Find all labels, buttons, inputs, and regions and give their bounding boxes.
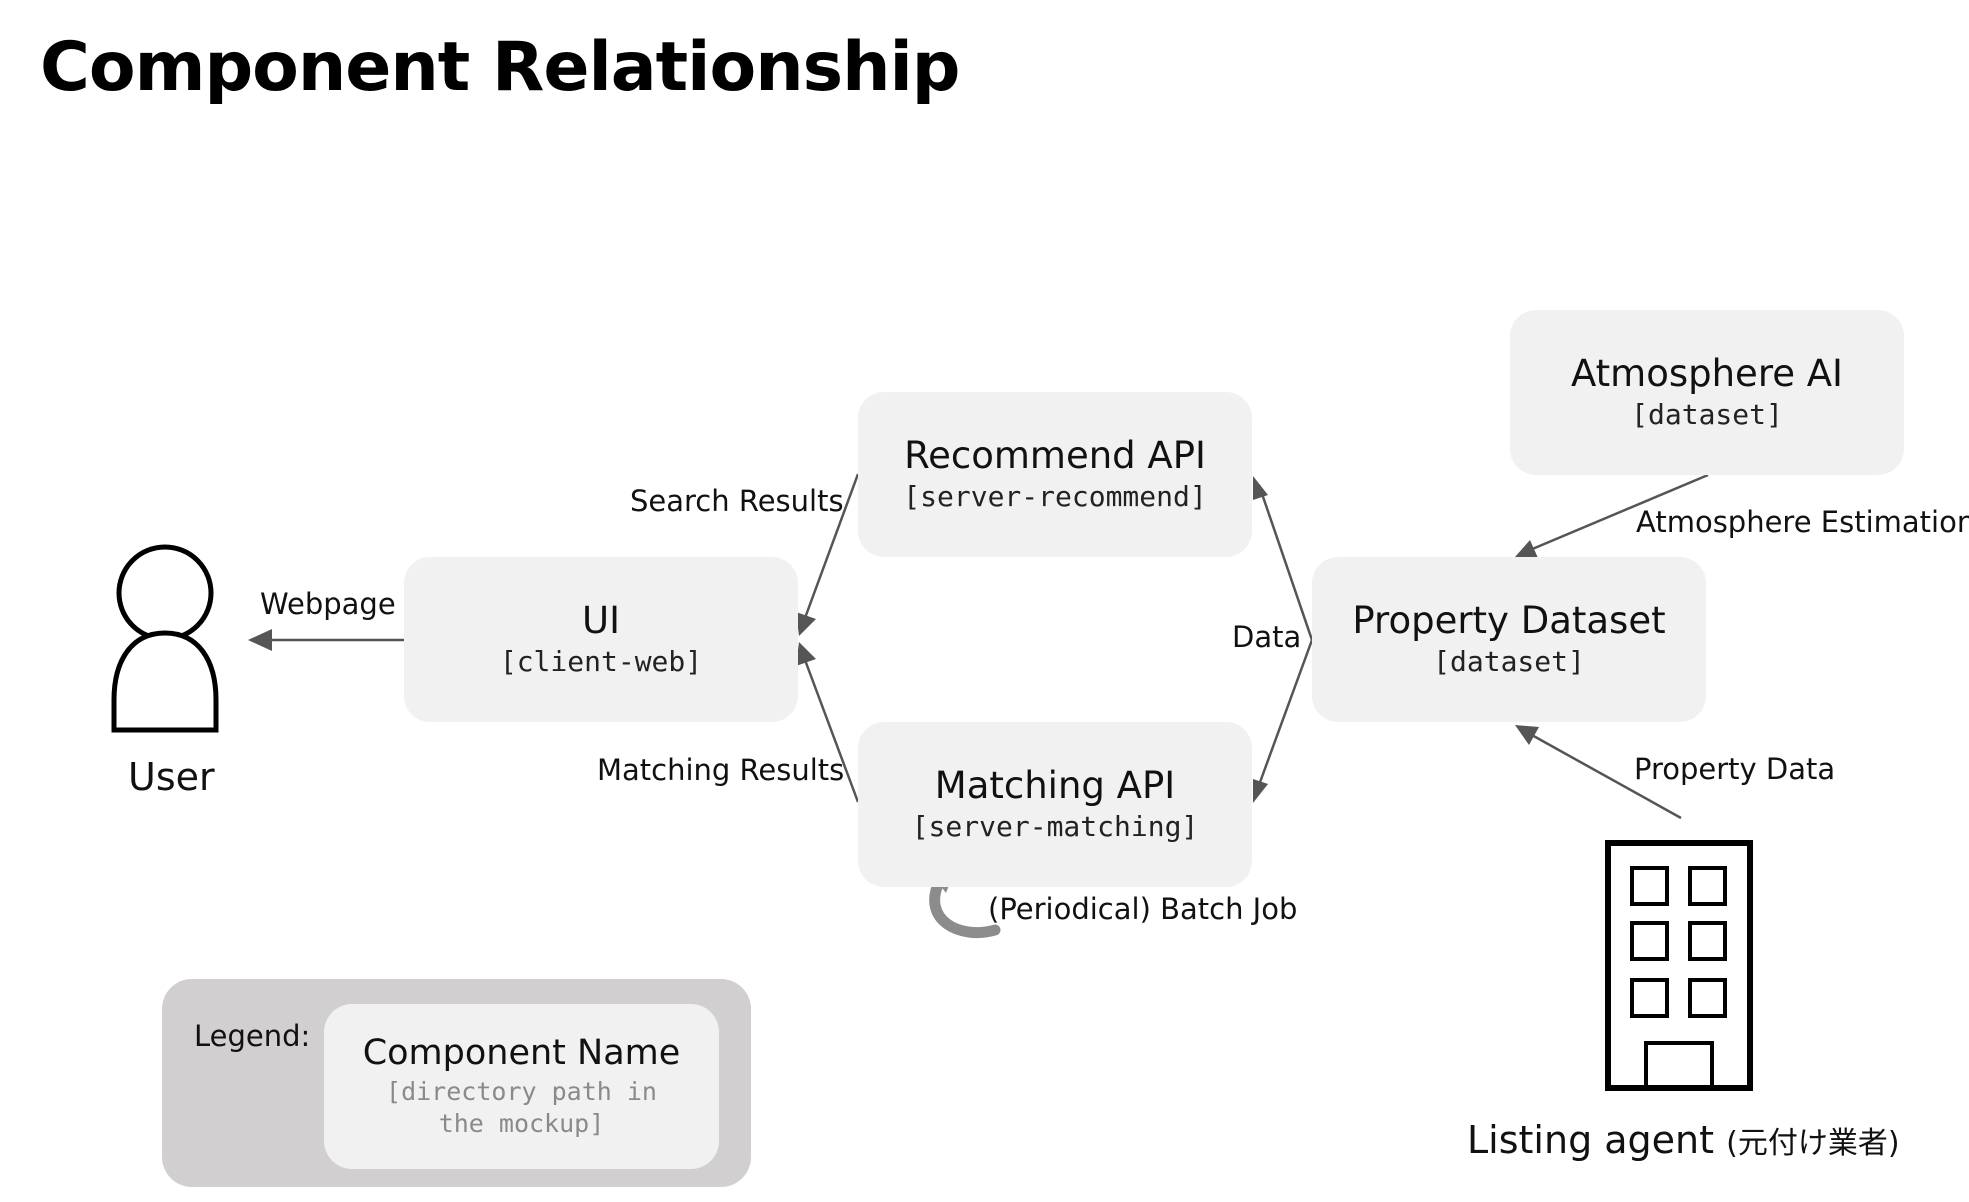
component-path: [dataset] (1433, 644, 1585, 678)
webpage-arrowhead (248, 629, 272, 651)
listing-agent-name: Listing agent (1467, 1118, 1715, 1162)
component-name: Recommend API (904, 434, 1206, 478)
property-data-arrowhead (1515, 725, 1539, 745)
component-atmosphere-ai: Atmosphere AI [dataset] (1510, 310, 1904, 475)
data-arrowhead-matching (1253, 779, 1268, 803)
data-arrowhead-recommend (1253, 476, 1268, 500)
component-property-dataset: Property Dataset [dataset] (1312, 557, 1706, 722)
search-results-arrowhead (796, 612, 816, 636)
legend-title: Legend: (194, 1019, 311, 1053)
actor-label-listing-agent: Listing agent (元付け業者) (1467, 1118, 1900, 1162)
edge-label-property-data: Property Data (1634, 752, 1836, 786)
atmosphere-estimation-arrow (1529, 473, 1709, 552)
page-title: Component Relationship (40, 28, 960, 107)
atmosphere-estimation-arrowhead (1515, 540, 1538, 558)
component-path: [server-matching] (911, 809, 1199, 843)
property-data-arrow (1529, 732, 1682, 820)
component-name: UI (582, 599, 620, 643)
component-name: Property Dataset (1352, 599, 1666, 643)
edge-label-matching-results: Matching Results (597, 753, 845, 787)
matching-results-arrowhead (796, 642, 816, 666)
building-icon (1605, 840, 1753, 1091)
batch-job-loop (929, 874, 1001, 939)
component-path: [server-recommend] (903, 479, 1207, 513)
matching-results-arrow (803, 659, 860, 803)
edge-label-batch-job: (Periodical) Batch Job (988, 892, 1298, 926)
component-recommend-api: Recommend API [server-recommend] (858, 392, 1252, 557)
edge-label-webpage: Webpage (260, 587, 396, 621)
component-matching-api: Matching API [server-matching] (858, 722, 1252, 887)
edge-label-atmosphere-estimation: Atmosphere Estimation (1636, 505, 1969, 539)
edge-label-search-results: Search Results (630, 484, 844, 518)
component-name: Matching API (934, 764, 1176, 808)
search-results-arrow (803, 473, 860, 619)
edge-label-data: Data (1232, 620, 1302, 654)
legend-sample-box: Component Name [directory path in the mo… (324, 1004, 719, 1169)
legend-sample-path: [directory path in the mockup] (386, 1076, 657, 1139)
legend: Legend: Component Name [directory path i… (162, 979, 751, 1187)
listing-agent-note: (元付け業者) (1726, 1126, 1900, 1161)
component-path: [dataset] (1631, 397, 1783, 431)
actor-label-user: User (128, 755, 215, 799)
legend-sample-name: Component Name (362, 1033, 681, 1074)
component-path: [client-web] (499, 644, 703, 678)
component-ui: UI [client-web] (404, 557, 798, 722)
person-icon (111, 544, 219, 733)
component-name: Atmosphere AI (1571, 352, 1843, 396)
